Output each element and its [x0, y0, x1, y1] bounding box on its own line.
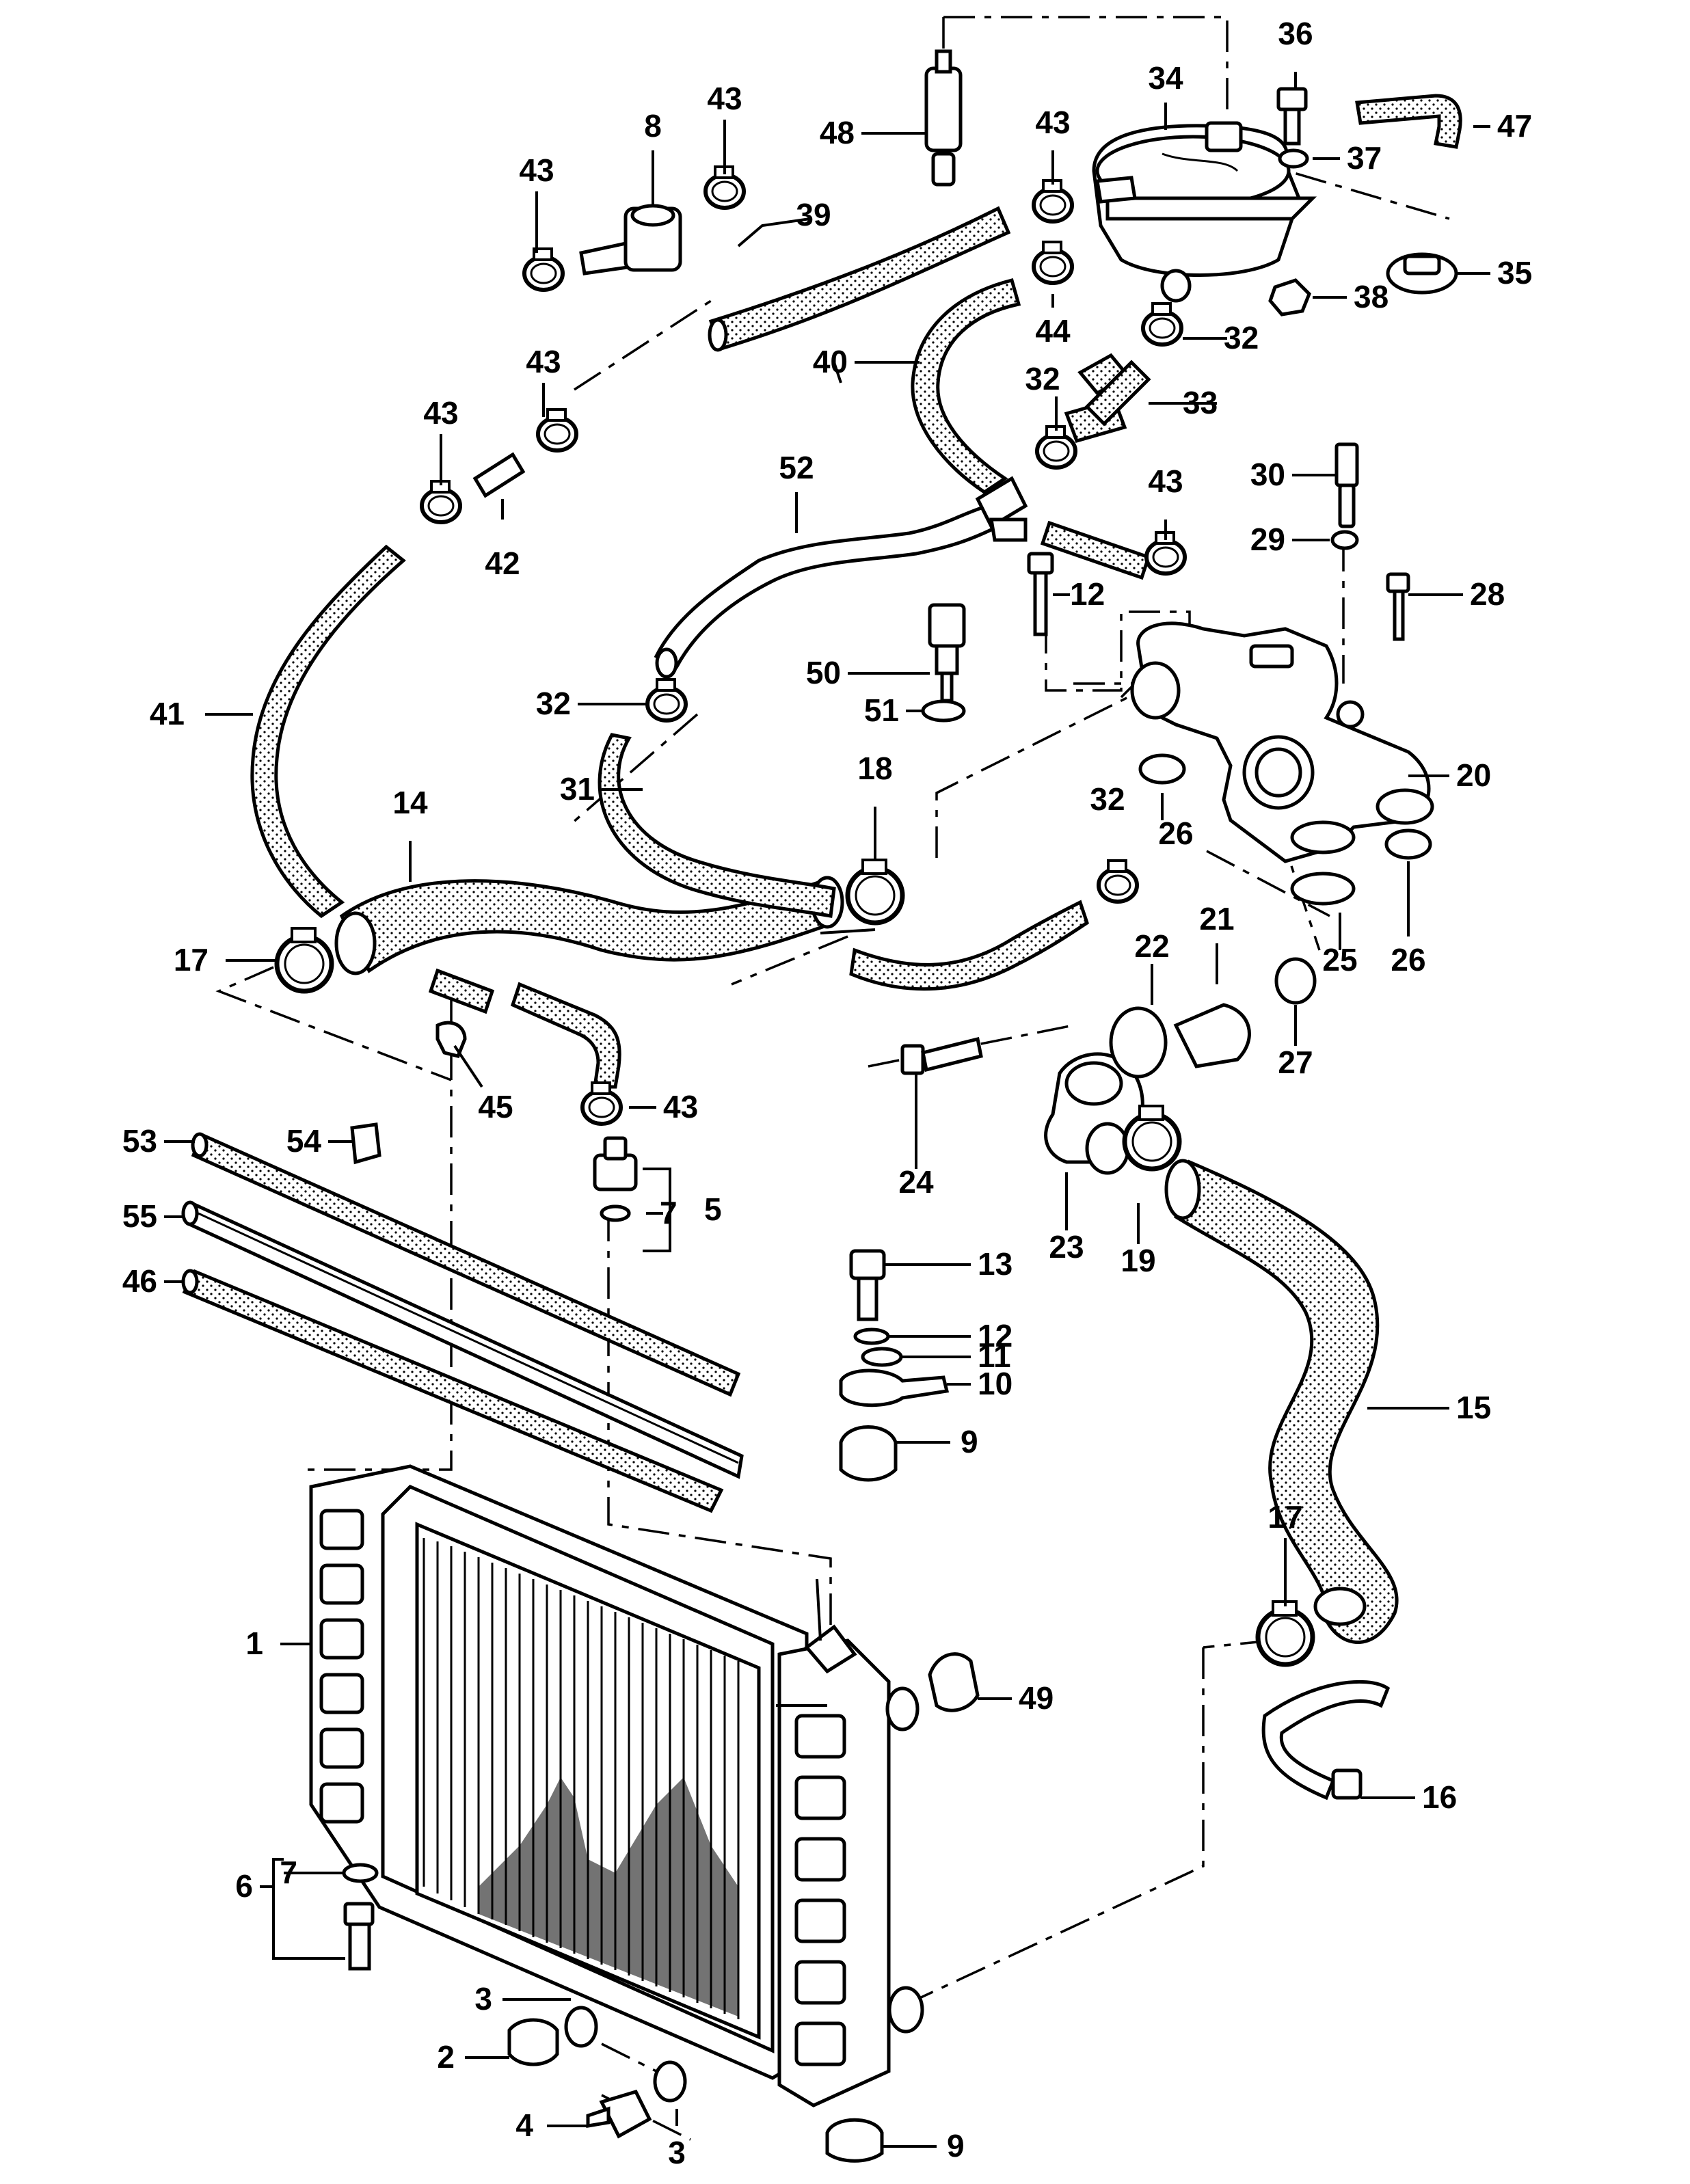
label-p31: 31: [560, 771, 595, 807]
part-labels: 1 2 3 3 4 5 6 7 7 8 9 9 10 11 12 12 13 1…: [122, 16, 1532, 2170]
hose-52: [654, 476, 1028, 679]
label-p28: 28: [1470, 576, 1505, 612]
hose-lower-right: [849, 900, 1089, 991]
small-hoses: [428, 94, 1462, 1089]
label-p5: 5: [704, 1191, 722, 1227]
label-p45: 45: [478, 1089, 513, 1124]
label-p43f: 43: [1148, 463, 1183, 499]
label-p49: 49: [1019, 1680, 1054, 1716]
label-p40: 40: [813, 344, 848, 379]
label-p48: 48: [820, 115, 855, 150]
label-p32b: 32: [1224, 320, 1259, 355]
label-p18: 18: [857, 751, 892, 786]
label-p26b: 26: [1391, 942, 1425, 978]
label-p15: 15: [1456, 1390, 1491, 1425]
label-p2: 2: [437, 2039, 455, 2075]
expansion-tank: [1092, 121, 1317, 303]
label-p47: 47: [1497, 108, 1532, 144]
hose-40: [911, 278, 1021, 495]
label-p32c: 32: [1025, 361, 1060, 396]
label-p21: 21: [1199, 901, 1234, 936]
label-p10: 10: [978, 1366, 1012, 1401]
label-p17a: 17: [174, 942, 209, 978]
label-p23: 23: [1049, 1229, 1084, 1265]
label-p42: 42: [485, 545, 520, 581]
label-p43a: 43: [519, 152, 554, 188]
label-p43c: 43: [526, 344, 561, 379]
label-p30: 30: [1250, 457, 1285, 492]
hose-31: [598, 733, 836, 918]
label-p14: 14: [392, 785, 428, 820]
radiator-seals: [181, 1132, 744, 1513]
label-p12b: 12: [978, 1318, 1012, 1353]
label-p17b: 17: [1268, 1499, 1302, 1535]
label-p51: 51: [864, 692, 899, 728]
label-p32d: 32: [1090, 781, 1125, 817]
label-p55: 55: [122, 1198, 157, 1234]
label-p19: 19: [1121, 1243, 1155, 1278]
label-p3b: 3: [668, 2135, 686, 2170]
label-p43g: 43: [663, 1089, 698, 1124]
label-p35: 35: [1497, 255, 1532, 291]
label-p34: 34: [1148, 60, 1183, 96]
label-p37: 37: [1347, 140, 1382, 176]
label-p12a: 12: [1070, 576, 1105, 612]
label-p27: 27: [1278, 1044, 1313, 1080]
label-p38: 38: [1354, 279, 1389, 314]
label-p54: 54: [286, 1123, 322, 1159]
label-p4: 4: [515, 2107, 533, 2143]
leader-lines: [164, 72, 1490, 2148]
label-p20: 20: [1456, 757, 1491, 793]
label-p16: 16: [1422, 1779, 1457, 1815]
label-p11: 11: [978, 1338, 1011, 1374]
elbow-23: [1044, 1052, 1144, 1175]
label-p36: 36: [1278, 16, 1313, 51]
assembly-lines: [215, 16, 1450, 2141]
label-p25: 25: [1322, 942, 1357, 978]
label-p1: 1: [245, 1626, 263, 1661]
misc-parts: [342, 49, 1458, 2163]
radiator: [309, 1464, 924, 2107]
thermostat-housing: [1130, 621, 1434, 863]
hose-15: [1164, 1159, 1399, 1644]
label-p43d: 43: [423, 395, 458, 431]
label-p7a: 7: [280, 1855, 297, 1890]
label-p50: 50: [806, 655, 841, 690]
label-p24: 24: [898, 1164, 934, 1200]
label-p44: 44: [1035, 313, 1071, 349]
label-p29: 29: [1250, 522, 1285, 557]
label-p52: 52: [779, 450, 814, 485]
label-p39: 39: [796, 197, 831, 232]
hose-41: [250, 544, 406, 919]
label-p9a: 9: [961, 1424, 978, 1459]
label-p43e: 43: [1035, 105, 1070, 140]
label-p32a: 32: [536, 686, 571, 721]
label-p26a: 26: [1158, 815, 1193, 851]
label-p3a: 3: [474, 1981, 492, 2017]
label-p9b: 9: [947, 2128, 965, 2163]
label-p6: 6: [235, 1868, 253, 1904]
label-p53: 53: [122, 1123, 157, 1159]
label-p22: 22: [1134, 928, 1169, 964]
label-p13: 13: [978, 1246, 1012, 1282]
label-p33: 33: [1183, 385, 1218, 420]
label-p8: 8: [644, 108, 662, 144]
label-p41: 41: [150, 696, 185, 731]
label-p43b: 43: [707, 81, 742, 116]
hose-39: [708, 206, 1011, 352]
label-p46: 46: [122, 1263, 157, 1299]
label-p7b: 7: [660, 1195, 678, 1230]
